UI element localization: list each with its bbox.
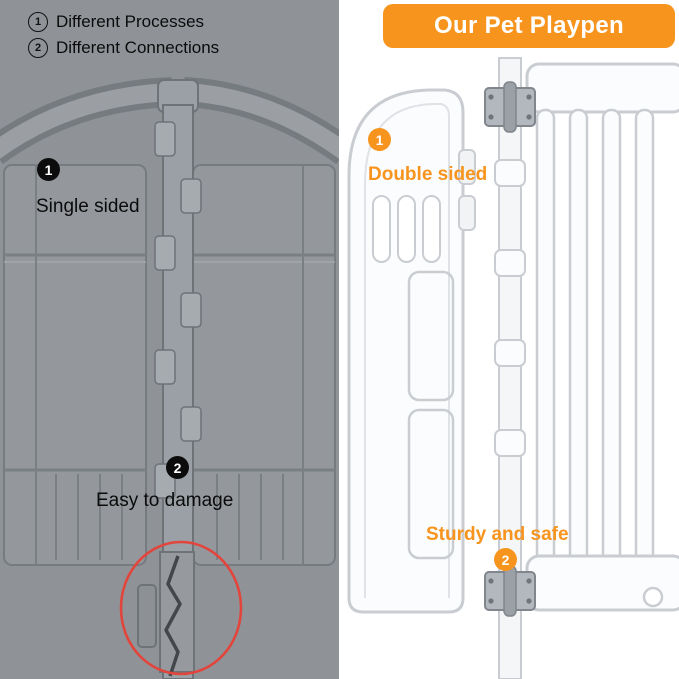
circled-number-icon: 1 (28, 12, 48, 32)
damaged-hinge (137, 551, 195, 677)
double-sided-connector (494, 57, 526, 679)
left-callout-1-badge: 1 (37, 158, 60, 181)
easy-to-damage-label: Easy to damage (96, 490, 234, 511)
left-callout-2-badge: 2 (166, 456, 189, 479)
circled-number-icon: 2 (28, 38, 48, 58)
top-hinge (484, 81, 536, 133)
right-callout-1-badge: 1 (368, 128, 391, 151)
bottom-hinge (484, 565, 536, 617)
gate-door (347, 88, 476, 614)
sturdy-and-safe-label: Sturdy and safe (426, 524, 569, 545)
header-banner: Our Pet Playpen (383, 4, 675, 48)
header-title: Our Pet Playpen (434, 12, 624, 39)
legend: 1 Different Processes 2 Different Connec… (28, 12, 219, 64)
left-photo-illustration (0, 0, 339, 679)
double-sided-label: Double sided (368, 164, 488, 185)
legend-label: Different Processes (56, 12, 205, 31)
red-damage-circle (119, 540, 243, 676)
barred-panel (525, 62, 679, 612)
legend-item: 1 Different Processes (28, 12, 219, 32)
right-photo-illustration (339, 0, 679, 679)
legend-item: 2 Different Connections (28, 38, 219, 58)
single-sided-label: Single sided (36, 196, 140, 217)
right-callout-2-badge: 2 (494, 548, 517, 571)
legend-label: Different Connections (56, 38, 220, 57)
